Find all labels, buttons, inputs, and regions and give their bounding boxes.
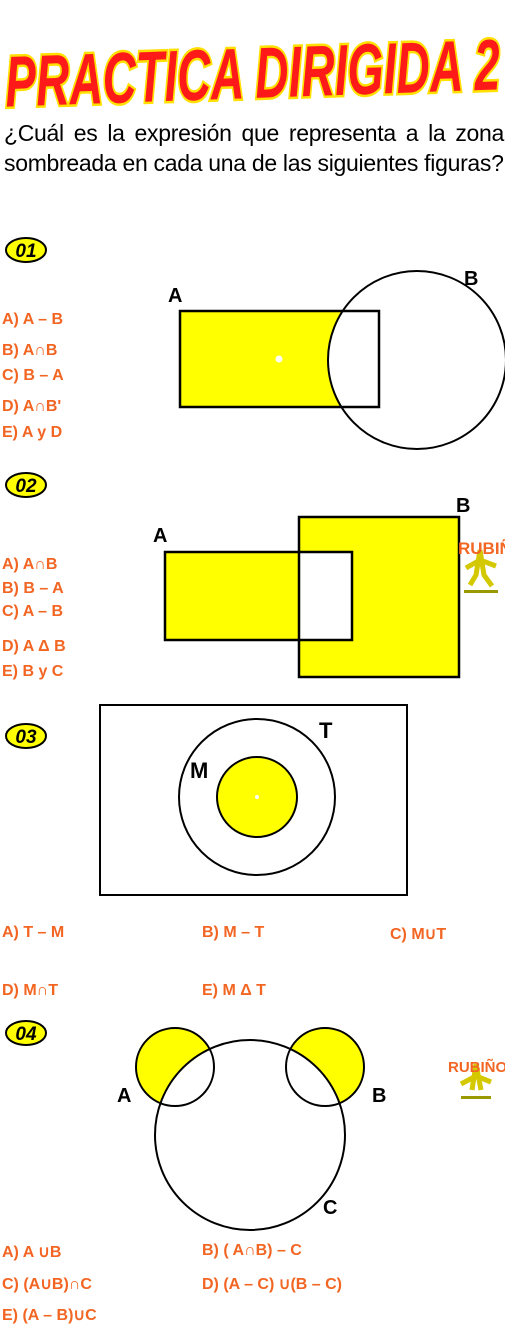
problem-number: 04: [15, 1024, 37, 1045]
universe-rectangle: [99, 704, 408, 896]
option-a[interactable]: A) A ∪B: [2, 1244, 62, 1261]
set-a-circle: [135, 1027, 215, 1107]
problem-number-badge: 01: [5, 237, 47, 263]
logo-text: RUBIÑOS: [448, 1058, 505, 1076]
option-e[interactable]: E) (A – B)∪C: [2, 1307, 97, 1324]
label-a: A: [168, 285, 182, 307]
set-t-circle: [178, 718, 336, 876]
venn-diagram-03: M T: [99, 704, 408, 896]
label-b: B: [464, 268, 478, 290]
option-c[interactable]: C) (A∪B)∩C: [2, 1276, 92, 1293]
label-m: M: [190, 758, 208, 783]
venn-diagram-04: A B C: [117, 1027, 386, 1231]
option-b[interactable]: B) B – A: [2, 580, 64, 597]
problem-number: 02: [15, 476, 37, 497]
option-d[interactable]: D) (A – C) ∪(B – C): [202, 1276, 342, 1293]
option-c[interactable]: C) B – A: [2, 367, 64, 384]
option-d[interactable]: D) A∩B': [2, 398, 62, 415]
problem-number-badge: 03: [5, 723, 47, 749]
option-d[interactable]: D) M∩T: [2, 982, 58, 999]
option-e[interactable]: E) B y C: [2, 663, 64, 680]
problem-number: 01: [15, 241, 36, 262]
option-b[interactable]: B) A∩B: [2, 342, 58, 359]
set-a-rectangle: [178, 309, 381, 409]
problem-number: 03: [15, 727, 37, 748]
label-b: B: [456, 495, 470, 517]
label-t: T: [319, 718, 333, 743]
set-b-circle: [327, 270, 505, 450]
option-d[interactable]: D) A Δ B: [2, 638, 66, 655]
logo-text: RUBIÑOS: [458, 538, 505, 558]
set-c-circle: [154, 1039, 346, 1231]
rubinos-logo: RUBIÑOS: [448, 1058, 505, 1099]
venn-diagram-02: A B: [153, 495, 470, 679]
option-c[interactable]: C) M∪T: [390, 926, 447, 943]
option-b[interactable]: B) M – T: [202, 924, 265, 941]
set-b-square: [297, 515, 461, 679]
label-c: C: [323, 1197, 337, 1219]
option-a[interactable]: A) T – M: [2, 924, 65, 941]
option-e[interactable]: E) A y D: [2, 424, 63, 441]
label-a: A: [153, 525, 167, 547]
problem-number-badge: 02: [5, 472, 47, 498]
option-b[interactable]: B) ( A∩B) – C: [202, 1242, 302, 1259]
question-text: ¿Cuál es la expresión que representa a l…: [4, 120, 504, 176]
page-title: PRACTICA DIRIGIDA 2: [1, 23, 503, 120]
rubinos-logo: RUBIÑOS: [458, 538, 505, 593]
option-e[interactable]: E) M Δ T: [202, 982, 266, 999]
label-b: B: [372, 1085, 386, 1107]
title-text: PRACTICA DIRIGIDA 2: [4, 25, 501, 120]
set-a-rectangle: [163, 550, 354, 642]
problem-number-badge: 04: [5, 1020, 47, 1046]
option-a[interactable]: A) A – B: [2, 311, 64, 328]
option-a[interactable]: A) A∩B: [2, 556, 58, 573]
set-b-circle: [285, 1027, 365, 1107]
option-c[interactable]: C) A – B: [2, 603, 64, 620]
venn-diagram-01: A B: [168, 268, 505, 450]
label-a: A: [117, 1085, 131, 1107]
